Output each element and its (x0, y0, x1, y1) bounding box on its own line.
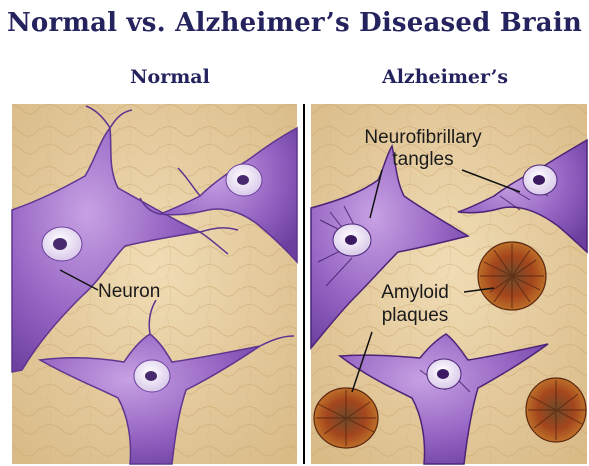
amyloid-plaque-bottom-right (526, 378, 586, 442)
tangles-label-line1: Neurofibrillary (338, 127, 508, 149)
amyloid-plaque-right (478, 242, 546, 310)
plaques-label-line1: Amyloid (360, 282, 470, 304)
tangles-label-line2: tangles (338, 149, 508, 171)
plaques-label-line2: plaques (360, 305, 470, 327)
amyloid-plaque-bottom-left (314, 388, 378, 448)
neuron-label: Neuron (98, 281, 160, 303)
